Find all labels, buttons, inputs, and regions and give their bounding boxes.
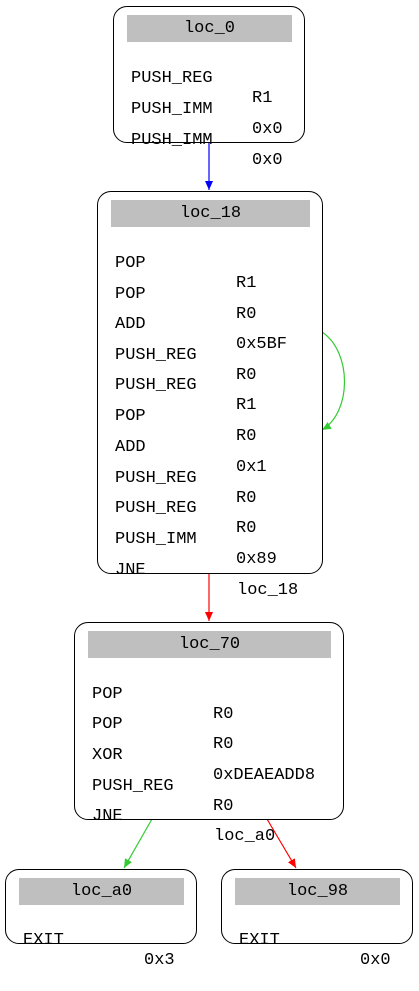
mnemonic: POP [115, 285, 146, 304]
mnemonic: PUSH_REG [92, 777, 174, 796]
operand: 0x0 [252, 151, 283, 170]
operand: 0x0 [360, 951, 391, 970]
instruction-row: JNE loc_18 [115, 541, 298, 600]
node-header: loc_18 [111, 200, 310, 227]
instruction-row: EXIT 0x0 [239, 911, 391, 970]
cfg-edges [123, 142, 346, 869]
instruction-row: EXIT 0x3 [23, 911, 175, 970]
node-loc_98[interactable]: loc_98 EXIT 0x0 [221, 869, 413, 970]
mnemonic: POP [92, 685, 123, 704]
mnemonic: ADD [115, 315, 146, 334]
instruction-row: POP R0 [115, 387, 256, 446]
operand: R1 [236, 274, 257, 293]
operand: R1 [252, 89, 273, 108]
operand: loc_18 [237, 581, 299, 600]
instruction-row: ADD 0x1 [115, 418, 267, 477]
operand: 0x5BF [236, 335, 288, 354]
instruction-row: PUSH_REG R1 [115, 356, 256, 415]
instruction-row: PUSH_REG R1 [131, 49, 272, 108]
operand: 0xDEAEADD8 [213, 766, 316, 785]
edge-loc_70-to-loc_98 [266, 818, 297, 869]
instruction-row: PUSH_REG R0 [115, 479, 256, 538]
node-loc_0[interactable]: loc_0 PUSH_REG R1 PUSH_IMM 0x0 PUSH_IMM … [113, 6, 305, 170]
node-header: loc_0 [127, 15, 292, 42]
instruction-row: POP R1 [115, 234, 256, 293]
operand: 0x0 [252, 120, 283, 139]
instruction-row: PUSH_REG R0 [115, 326, 256, 385]
node-header: loc_98 [235, 878, 400, 905]
mnemonic: ADD [115, 438, 146, 457]
mnemonic: PUSH_REG [115, 469, 197, 488]
operand: R1 [236, 396, 257, 415]
mnemonic: JNE [115, 561, 146, 580]
mnemonic: POP [92, 715, 123, 734]
instruction-row: POP R0 [92, 695, 233, 754]
instruction-row: PUSH_REG R0 [92, 757, 233, 816]
operand: R0 [213, 705, 234, 724]
mnemonic: PUSH_REG [115, 499, 197, 518]
mnemonic: PUSH_REG [115, 346, 197, 365]
instruction-row: ADD 0x5BF [115, 295, 287, 354]
edge-loc_70-to-loc_a0 [123, 818, 153, 869]
operand: R0 [236, 489, 257, 508]
instruction-row: PUSH_IMM 0x89 [115, 510, 277, 569]
instruction-row: POP R0 [92, 665, 233, 724]
mnemonic: PUSH_IMM [131, 100, 213, 119]
edge-loc_18-self-loop [321, 331, 346, 431]
instruction-row: PUSH_IMM 0x0 [131, 111, 283, 170]
mnemonic: PUSH_REG [115, 376, 197, 395]
operand: 0x3 [144, 951, 175, 970]
operand: R0 [213, 797, 234, 816]
operand: 0x89 [236, 550, 277, 569]
instruction-row: PUSH_IMM 0x0 [131, 80, 283, 139]
operand: loc_a0 [214, 827, 276, 846]
mnemonic: XOR [92, 746, 123, 765]
operand: 0x1 [236, 458, 267, 477]
operand: R0 [236, 519, 257, 538]
instruction-row: XOR 0xDEAEADD8 [92, 726, 315, 785]
mnemonic: EXIT [239, 931, 280, 950]
node-loc_a0[interactable]: loc_a0 EXIT 0x3 [5, 869, 197, 970]
mnemonic: PUSH_REG [131, 69, 213, 88]
instruction-row: PUSH_REG R0 [115, 449, 256, 508]
node-header: loc_a0 [19, 878, 184, 905]
operand: R0 [213, 735, 234, 754]
node-header: loc_70 [88, 631, 331, 658]
node-loc_18[interactable]: loc_18 POP R1 POP R0 ADD 0x5BF PUSH_REG … [97, 191, 323, 600]
mnemonic: PUSH_IMM [131, 131, 213, 150]
operand: R0 [236, 366, 257, 385]
mnemonic: POP [115, 407, 146, 426]
instruction-row: JNE loc_a0 [92, 787, 275, 846]
node-loc_70[interactable]: loc_70 POP R0 POP R0 XOR 0xDEAEADD8 PUSH… [74, 622, 344, 846]
mnemonic: JNE [92, 807, 123, 826]
mnemonic: PUSH_IMM [115, 530, 197, 549]
mnemonic: EXIT [23, 931, 64, 950]
operand: R0 [236, 305, 257, 324]
mnemonic: POP [115, 254, 146, 273]
operand: R0 [236, 427, 257, 446]
instruction-row: POP R0 [115, 265, 256, 324]
